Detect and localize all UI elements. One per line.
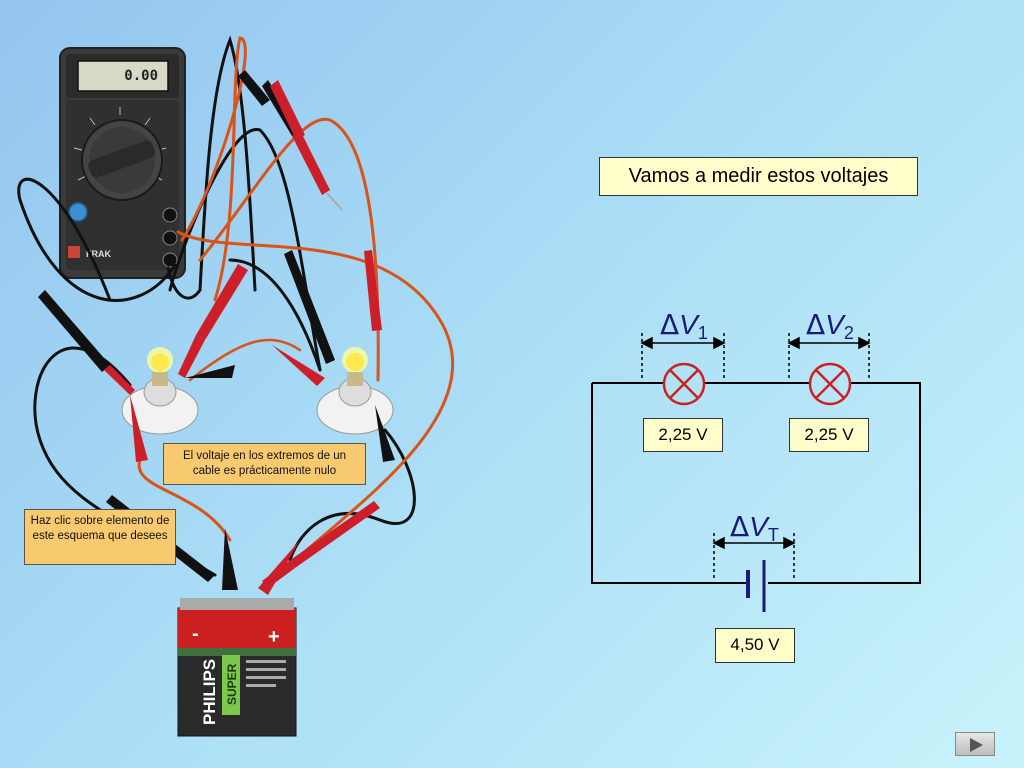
- label-delta-v1: ΔV1: [660, 310, 708, 348]
- label-delta-v2: ΔV2: [806, 310, 854, 348]
- bulb-1[interactable]: [121, 347, 199, 435]
- cable-voltage-note: El voltaje en los extremos de un cable e…: [163, 443, 366, 485]
- alligator-clips: [130, 345, 395, 595]
- battery-line: SUPER: [225, 663, 239, 705]
- multimeter-logo-icon: [68, 246, 80, 258]
- input-jack-com: [162, 252, 178, 268]
- click-instruction-note: Haz clic sobre elemento de este esquema …: [24, 509, 176, 565]
- voltage-variable: V: [749, 511, 768, 542]
- reading-v2: 2,25 V: [789, 418, 869, 452]
- input-jack-10a: [162, 207, 178, 223]
- voltage-variable: V: [825, 309, 844, 340]
- battery-plus-sign: +: [268, 626, 280, 648]
- measure-arrow-vt: [712, 533, 796, 580]
- voltage-variable: V: [679, 309, 698, 340]
- input-jack-v: [162, 230, 178, 246]
- multimeter[interactable]: FRAK: [59, 47, 186, 279]
- delta-symbol: Δ: [806, 308, 826, 341]
- reading-vt: 4,50 V: [715, 628, 795, 663]
- multimeter-display: 0.00: [124, 68, 158, 84]
- subscript-v2: 2: [843, 323, 854, 343]
- battery-minus-sign: -: [192, 623, 199, 645]
- wires: [17, 35, 455, 582]
- wire-right[interactable]: [768, 382, 921, 584]
- battery[interactable]: - + PHILIPS SUPER: [177, 598, 297, 737]
- reading-v1: 2,25 V: [643, 418, 723, 452]
- transistor-socket-icon: [68, 202, 88, 222]
- delta-symbol: Δ: [660, 308, 680, 341]
- next-slide-button[interactable]: [955, 732, 995, 756]
- measure-arrow-v1: [640, 333, 726, 380]
- multimeter-display-screen: [77, 60, 169, 92]
- slide-heading: Vamos a medir estos voltajes: [599, 157, 918, 196]
- subscript-v1: 1: [697, 323, 708, 343]
- label-delta-vt: ΔVT: [730, 512, 779, 550]
- battery-brand: PHILIPS: [200, 659, 219, 725]
- bulb-2[interactable]: [316, 347, 394, 435]
- lamp-symbol-2-icon[interactable]: [808, 362, 852, 406]
- multimeter-brand: FRAK: [86, 249, 111, 259]
- measure-arrow-v2: [787, 333, 871, 380]
- delta-symbol: Δ: [730, 510, 750, 543]
- wire-left[interactable]: [591, 383, 748, 584]
- circuit-diagram: [591, 333, 921, 612]
- lamp-symbol-1-icon[interactable]: [662, 362, 706, 406]
- play-arrow-icon: [970, 738, 983, 752]
- subscript-vt: T: [767, 525, 779, 545]
